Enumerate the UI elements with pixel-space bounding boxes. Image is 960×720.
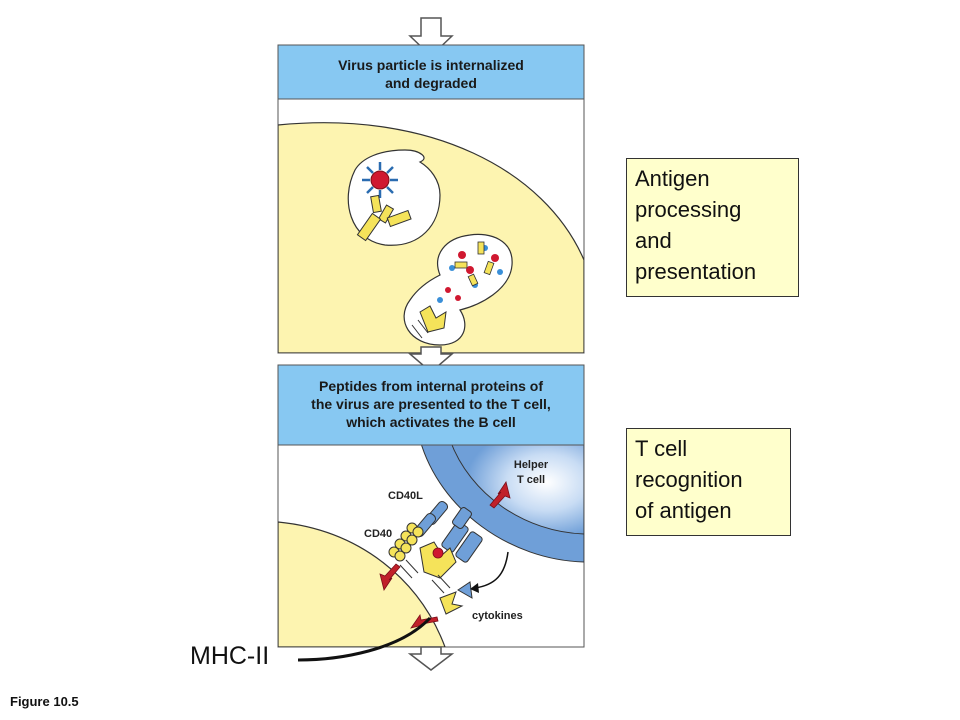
mhc-ii-molecule [419,541,457,579]
cytokine-receptor [439,581,473,615]
panel1-title-line: and degraded [385,75,477,91]
tcr-complex [441,507,483,563]
virus-particle [362,162,398,198]
cytokines-label: cytokines [472,610,523,622]
panel2-title-line: which activates the B cell [346,414,516,430]
helper-label-line: Helper [513,459,549,471]
peptide-fragments [437,241,503,303]
panel2-header [277,364,585,446]
figure-caption: Figure 10.5 [10,694,79,709]
bcr-receptor [356,194,412,242]
panel2-title-line: the virus are presented to the T cell, [311,396,551,412]
cd40l-label: CD40L [388,490,423,502]
panel1-title: Virus particle is internalized and degra… [278,56,584,100]
mhc-ii-label: MHC-II [190,642,270,670]
t-cell-recognition-box: T cell recognition of antigen [626,428,791,536]
side-box-line: presentation [635,259,757,284]
cytokine-arrow [470,551,509,593]
bcr-receptor-2 [419,305,447,333]
side-box-line: of antigen [635,498,732,523]
side-box-line: and [635,228,672,253]
panel2-title-line: Peptides from internal proteins of [318,378,544,394]
cd40-label: CD40 [364,528,393,540]
side-box-line: processing [635,197,742,222]
endosome-degraded [403,233,513,346]
panel1-title-line: Virus particle is internalized [338,57,524,73]
panel2-title: Peptides from internal proteins of the v… [278,377,584,441]
helper-label-line: T cell [516,474,546,486]
panel1-header [277,44,585,100]
side-box-line: Antigen [635,166,710,191]
helper-t-cell-label: Helper T cell [505,458,557,488]
cd40-molecule [388,522,424,562]
mhc-pointer [297,616,432,662]
bottom-flow-arrow [407,646,455,671]
side-box-line: T cell [635,436,688,461]
side-box-line: recognition [635,467,743,492]
endosome-virus [347,149,441,246]
antigen-processing-box: Antigen processing and presentation [626,158,799,297]
middle-flow-arrow [407,346,455,373]
